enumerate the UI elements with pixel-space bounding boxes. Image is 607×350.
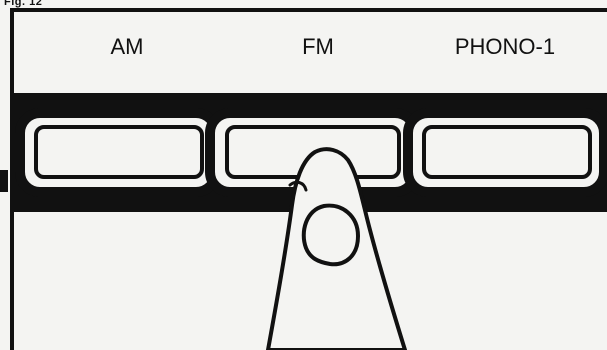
phono-1-button[interactable] [408,113,604,192]
am-button[interactable] [20,113,216,192]
